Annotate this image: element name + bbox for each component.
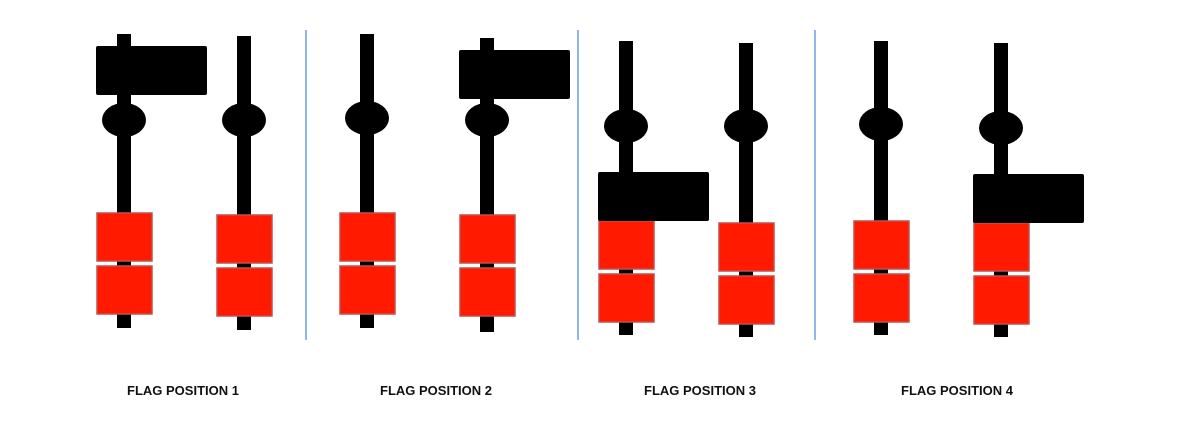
red-block: [96, 212, 153, 262]
flag: [598, 172, 709, 221]
red-block: [96, 265, 153, 315]
red-block: [973, 275, 1030, 325]
pole-knob: [604, 109, 648, 143]
panel-label-4: FLAG POSITION 4: [901, 383, 1013, 398]
red-block: [339, 212, 396, 262]
red-block: [459, 214, 516, 264]
pole-knob: [102, 103, 146, 137]
flag: [973, 174, 1084, 223]
pole-knob: [465, 103, 509, 137]
red-block: [718, 275, 775, 325]
pole-knob: [345, 101, 389, 135]
red-block: [973, 222, 1030, 272]
red-block: [216, 214, 273, 264]
panel-label-1: FLAG POSITION 1: [127, 383, 239, 398]
red-block: [339, 265, 396, 315]
pole-knob: [724, 109, 768, 143]
red-block: [216, 267, 273, 317]
red-block: [718, 222, 775, 272]
flag: [96, 46, 207, 95]
dividers: [305, 30, 816, 340]
pole-knob: [859, 107, 903, 141]
panel-label-2: FLAG POSITION 2: [380, 383, 492, 398]
panel-label-3: FLAG POSITION 3: [644, 383, 756, 398]
pole-knob: [979, 111, 1023, 145]
red-block: [598, 220, 655, 270]
flag: [459, 50, 570, 99]
red-block: [853, 220, 910, 270]
red-block: [853, 273, 910, 323]
pole-knob: [222, 103, 266, 137]
red-block: [598, 273, 655, 323]
red-block: [459, 267, 516, 317]
